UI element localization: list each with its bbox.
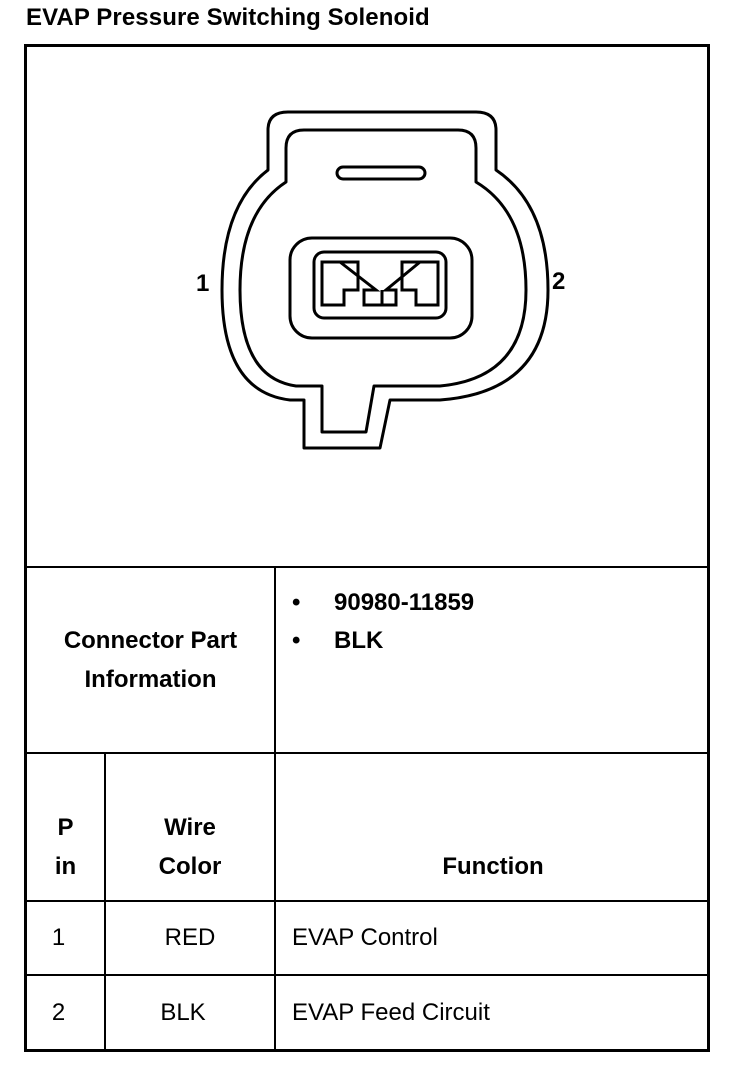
- page-title: EVAP Pressure Switching Solenoid: [26, 4, 430, 31]
- divider-col-function: [274, 566, 276, 1052]
- divider-diagram: [24, 566, 710, 568]
- header-wire-color: Wire Color: [158, 814, 222, 880]
- list-item: •90980-11859: [292, 589, 475, 616]
- header-pin: P in: [54, 814, 77, 880]
- pin-1-callout: 1: [196, 270, 210, 297]
- table-row-1-wire-color: RED: [164, 924, 216, 951]
- terminal-cavity-outer: [288, 236, 474, 340]
- terminal-2: [400, 260, 440, 307]
- header-function: Function: [442, 853, 544, 880]
- connector-table-frame: [24, 44, 710, 1052]
- pin-2-callout: 2: [552, 268, 566, 295]
- divider-row-1: [24, 974, 710, 976]
- connector-part-info-label: Connector Part Information: [63, 627, 238, 693]
- terminal-2-blade: [380, 260, 421, 307]
- terminal-1: [320, 260, 360, 307]
- table-row-2-wire-color: BLK: [160, 999, 206, 1026]
- list-item: •BLK: [292, 627, 384, 654]
- divider-col-pin: [104, 752, 106, 1052]
- terminal-cavity-inner: [312, 250, 448, 320]
- divider-header: [24, 900, 710, 902]
- terminal-1-blade: [339, 260, 384, 307]
- divider-part-info: [24, 752, 710, 754]
- connector-inner-housing: [238, 128, 528, 434]
- table-row-1-function: EVAP Control: [292, 924, 438, 951]
- table-row-2-function: EVAP Feed Circuit: [292, 999, 490, 1026]
- table-row-2-pin: 2: [51, 999, 66, 1026]
- connector-part-info-list: •90980-11859 •BLK: [292, 584, 474, 660]
- connector-outer-housing: [220, 110, 550, 450]
- connector-face-diagram: [220, 110, 550, 450]
- latch-slot: [335, 165, 427, 181]
- table-row-1-pin: 1: [51, 924, 66, 951]
